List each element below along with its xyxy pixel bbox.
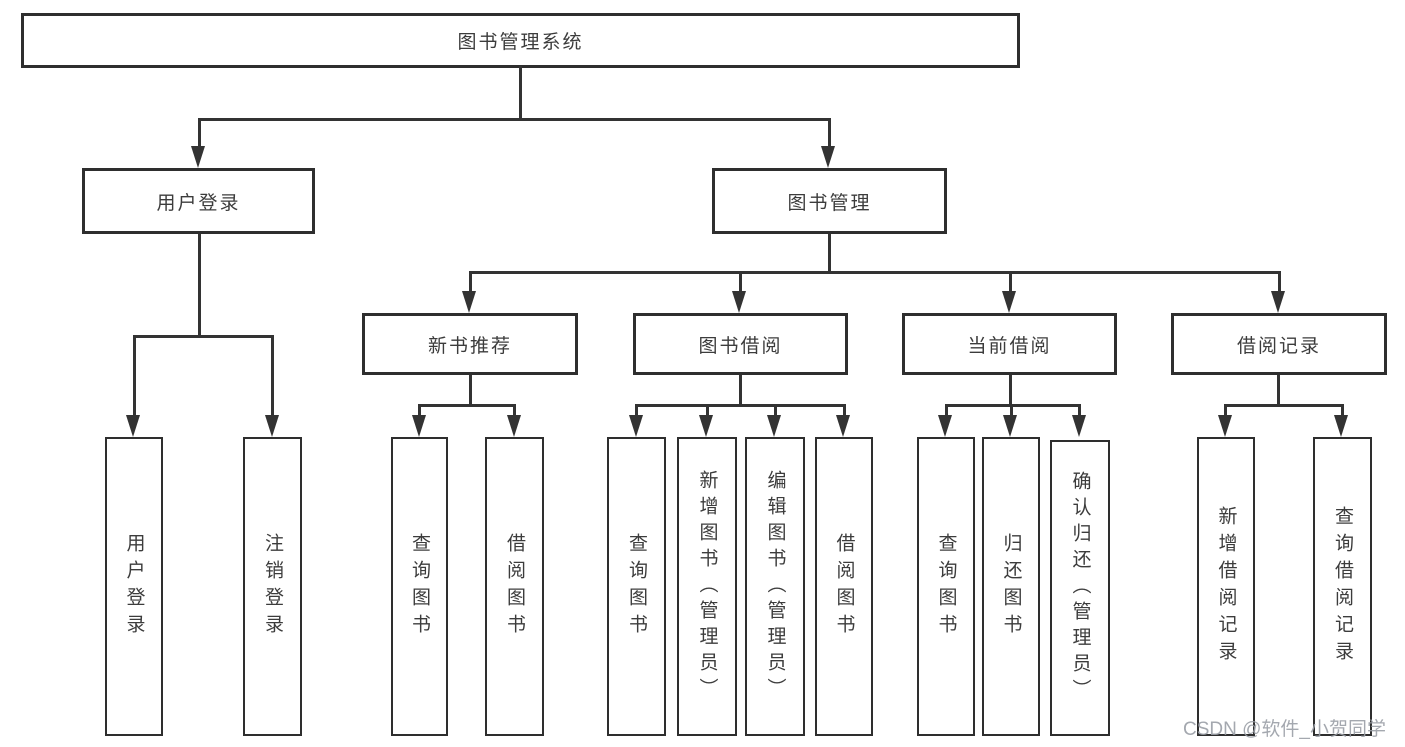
connector-drop-query-book-1	[418, 404, 421, 417]
node-leaf-edit-book: 编辑图书（管理员）	[745, 437, 805, 736]
node-leaf-borrow-book-2-label: 借阅图书	[833, 532, 855, 641]
arrowhead-borrow-book-1	[507, 415, 521, 437]
node-leaf-borrow-book-1-label: 借阅图书	[504, 532, 525, 641]
arrowhead-confirm-return	[1072, 415, 1086, 437]
arrowhead-query-book-3	[938, 415, 952, 437]
node-leaf-borrow-book-2: 借阅图书	[815, 437, 873, 736]
node-new-book-recommend-label: 新书推荐	[427, 335, 512, 357]
connector-borrow-records-stem	[1277, 375, 1280, 406]
node-book-borrow: 图书借阅	[633, 313, 848, 375]
connector-drop-query-borrow-record	[1341, 404, 1344, 417]
arrowhead-leaf-logout	[265, 415, 279, 437]
node-leaf-logout-label: 注销登录	[262, 532, 283, 641]
connector-drop-leaf-user-login	[133, 335, 136, 417]
node-current-borrow: 当前借阅	[902, 313, 1117, 375]
node-leaf-query-book-2: 查询图书	[607, 437, 666, 736]
node-leaf-confirm-return: 确认归还（管理员）	[1050, 440, 1110, 736]
connector-drop-query-book-2	[635, 404, 638, 417]
node-leaf-add-borrow-record-label: 新增借阅记录	[1215, 505, 1237, 668]
node-leaf-borrow-book-1: 借阅图书	[485, 437, 544, 736]
connector-drop-add-book	[706, 404, 709, 417]
connector-drop-current-borrow	[1009, 271, 1012, 293]
connector-borrow-records-rail	[1224, 404, 1344, 407]
connector-drop-return-book	[1010, 404, 1013, 417]
node-root-label: 图书管理系统	[457, 32, 584, 53]
node-leaf-query-book-1: 查询图书	[391, 437, 448, 736]
node-leaf-return-book: 归还图书	[982, 437, 1040, 736]
arrowhead-add-book	[699, 415, 713, 437]
node-leaf-confirm-return-label: 确认归还（管理员）	[1069, 471, 1091, 705]
connector-drop-borrow-book-1	[513, 404, 516, 417]
connector-drop-book-borrow	[739, 271, 742, 293]
connector-drop-book-management	[828, 118, 831, 150]
node-user-login: 用户登录	[82, 168, 315, 234]
arrowhead-borrow-records	[1271, 291, 1285, 313]
connector-new-book-stem	[469, 375, 472, 406]
node-user-login-label: 用户登录	[156, 192, 241, 214]
node-new-book-recommend: 新书推荐	[362, 313, 578, 375]
connector-current-borrow-stem	[1009, 375, 1012, 406]
node-leaf-user-login: 用户登录	[105, 437, 163, 736]
node-leaf-return-book-label: 归还图书	[1000, 532, 1022, 641]
node-leaf-query-book-3: 查询图书	[917, 437, 975, 736]
connector-book-management-stem	[828, 234, 831, 273]
arrowhead-book-borrow	[732, 291, 746, 313]
connector-root-rail	[198, 118, 831, 121]
node-book-borrow-label: 图书借阅	[698, 335, 783, 357]
node-leaf-user-login-label: 用户登录	[123, 532, 145, 641]
node-current-borrow-label: 当前借阅	[967, 335, 1052, 357]
arrowhead-leaf-user-login	[126, 415, 140, 437]
node-leaf-query-borrow-record: 查询借阅记录	[1313, 437, 1372, 736]
connector-drop-user-login	[198, 118, 201, 150]
node-book-management-label: 图书管理	[787, 192, 872, 214]
connector-drop-new-book-recommend	[469, 271, 472, 293]
node-borrow-records: 借阅记录	[1171, 313, 1387, 375]
connector-drop-confirm-return	[1078, 404, 1081, 417]
connector-book-management-rail	[469, 271, 1281, 274]
arrowhead-edit-book	[767, 415, 781, 437]
arrowhead-user-login	[191, 146, 205, 168]
arrowhead-add-borrow-record	[1218, 415, 1232, 437]
connector-user-login-rail	[133, 335, 274, 338]
arrowhead-book-management	[821, 146, 835, 168]
connector-new-book-rail	[418, 404, 516, 407]
node-leaf-edit-book-label: 编辑图书（管理员）	[764, 469, 786, 704]
arrowhead-query-book-2	[629, 415, 643, 437]
connector-drop-add-borrow-record	[1224, 404, 1227, 417]
connector-root-stem	[519, 66, 522, 120]
csdn-watermark: CSDN @软件_小贺同学	[1183, 719, 1386, 740]
connector-current-borrow-rail	[945, 404, 1081, 407]
node-book-management: 图书管理	[712, 168, 947, 234]
arrowhead-return-book	[1003, 415, 1017, 437]
arrowhead-current-borrow	[1002, 291, 1016, 313]
node-leaf-add-book: 新增图书（管理员）	[677, 437, 737, 736]
node-leaf-add-book-label: 新增图书（管理员）	[696, 469, 718, 704]
arrowhead-borrow-book-2	[836, 415, 850, 437]
node-leaf-query-book-1-label: 查询图书	[409, 532, 430, 641]
node-leaf-query-borrow-record-label: 查询借阅记录	[1332, 505, 1353, 668]
arrowhead-new-book-recommend	[462, 291, 476, 313]
connector-drop-leaf-logout	[271, 335, 274, 417]
connector-book-borrow-rail	[635, 404, 845, 407]
node-root: 图书管理系统	[21, 13, 1020, 68]
arrowhead-query-borrow-record	[1334, 415, 1348, 437]
connector-user-login-stem	[198, 234, 201, 337]
connector-drop-borrow-records	[1278, 271, 1281, 293]
node-leaf-query-book-2-label: 查询图书	[626, 532, 647, 641]
node-leaf-logout: 注销登录	[243, 437, 302, 736]
connector-drop-edit-book	[774, 404, 777, 417]
node-leaf-query-book-3-label: 查询图书	[935, 532, 957, 641]
node-borrow-records-label: 借阅记录	[1236, 335, 1321, 357]
arrowhead-query-book-1	[412, 415, 426, 437]
connector-book-borrow-stem	[739, 375, 742, 406]
node-leaf-add-borrow-record: 新增借阅记录	[1197, 437, 1255, 736]
connector-drop-query-book-3	[945, 404, 948, 417]
connector-drop-borrow-book-2	[843, 404, 846, 417]
